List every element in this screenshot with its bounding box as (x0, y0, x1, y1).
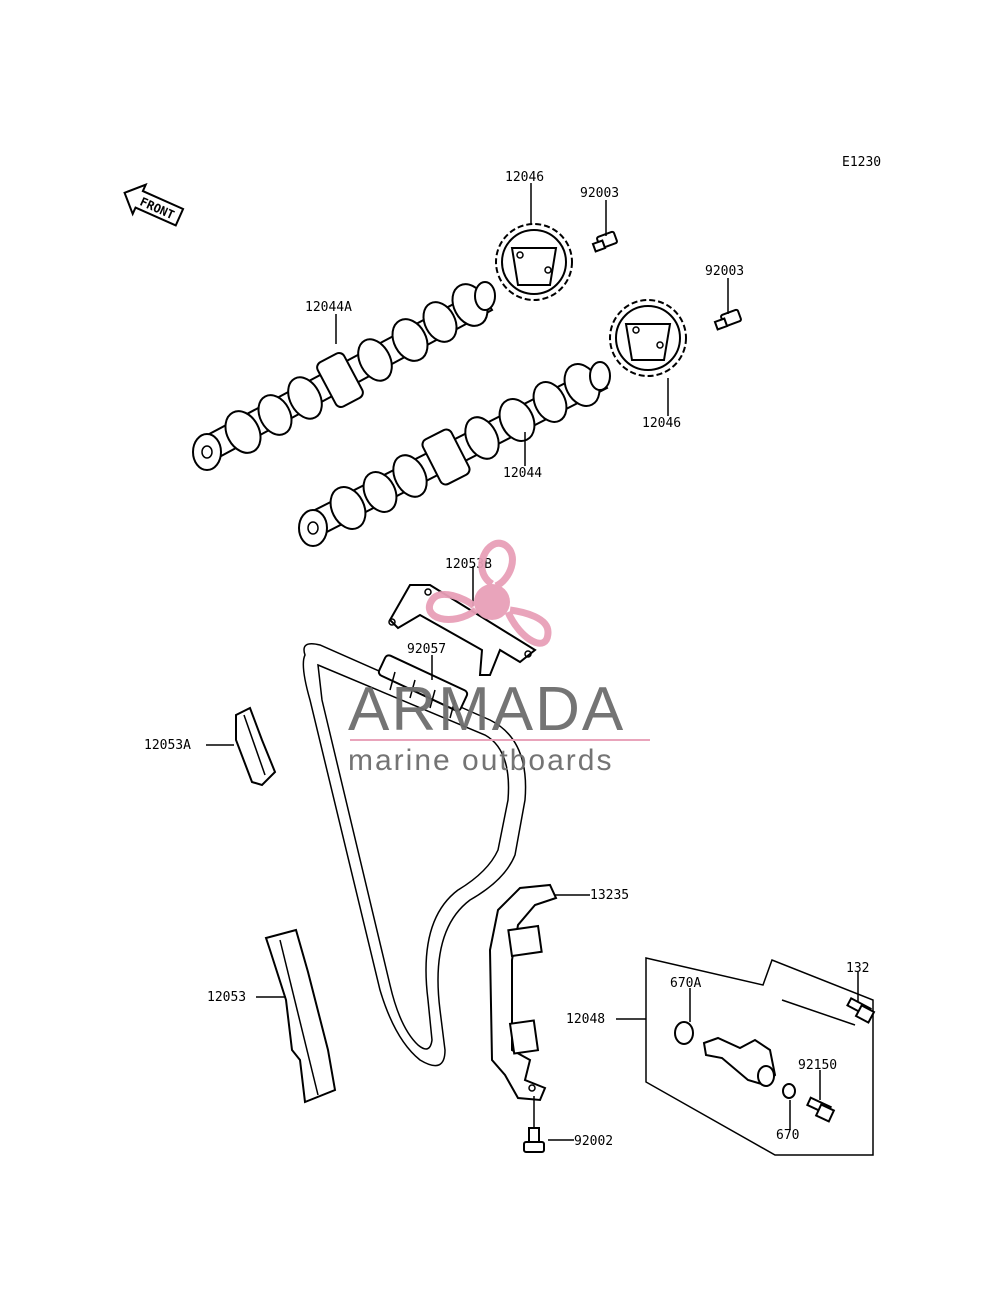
bolt-92003-top (591, 230, 618, 253)
label-12046-right: 12046 (642, 416, 681, 431)
front-arrow-icon: FRONT (123, 182, 185, 227)
sprocket-right (609, 299, 687, 377)
bolt-92150 (806, 1096, 836, 1123)
label-12053a: 12053A (144, 738, 191, 753)
label-670a: 670A (670, 976, 701, 991)
diagram-code: E1230 (842, 155, 881, 170)
chain-links (377, 654, 469, 719)
label-12046-top: 12046 (505, 170, 544, 185)
watermark: ARMADA marine outboards (348, 539, 650, 777)
timing-chain (302, 643, 527, 1067)
label-670: 670 (776, 1128, 799, 1143)
leader-lines (206, 183, 859, 1141)
label-92003-right: 92003 (705, 264, 744, 279)
chain-guide-12053 (264, 928, 337, 1104)
bolt-92003-right (713, 308, 742, 331)
propeller-logo (426, 539, 552, 647)
sprocket-top (495, 223, 573, 301)
label-92057: 92057 (407, 642, 446, 657)
label-92002: 92002 (574, 1134, 613, 1149)
watermark-tagline: marine outboards (348, 744, 613, 777)
bolt-132 (846, 996, 876, 1024)
tensioner-assembly (645, 957, 876, 1156)
watermark-brand: ARMADA (348, 675, 625, 744)
bolt-92002 (523, 1127, 545, 1153)
camshaft-12044 (298, 361, 611, 547)
chain-guide-12053a (235, 706, 277, 787)
tensioner-body (702, 1036, 777, 1087)
label-12048: 12048 (566, 1012, 605, 1027)
label-12044a: 12044A (305, 300, 352, 315)
tensioner-guide-13235 (488, 883, 558, 1102)
label-12044: 12044 (503, 466, 542, 481)
label-132: 132 (846, 961, 869, 976)
camshaft-12044a (192, 281, 496, 471)
label-92003-top: 92003 (580, 186, 619, 201)
label-92150: 92150 (798, 1058, 837, 1073)
label-12053: 12053 (207, 990, 246, 1005)
label-13235: 13235 (590, 888, 629, 903)
